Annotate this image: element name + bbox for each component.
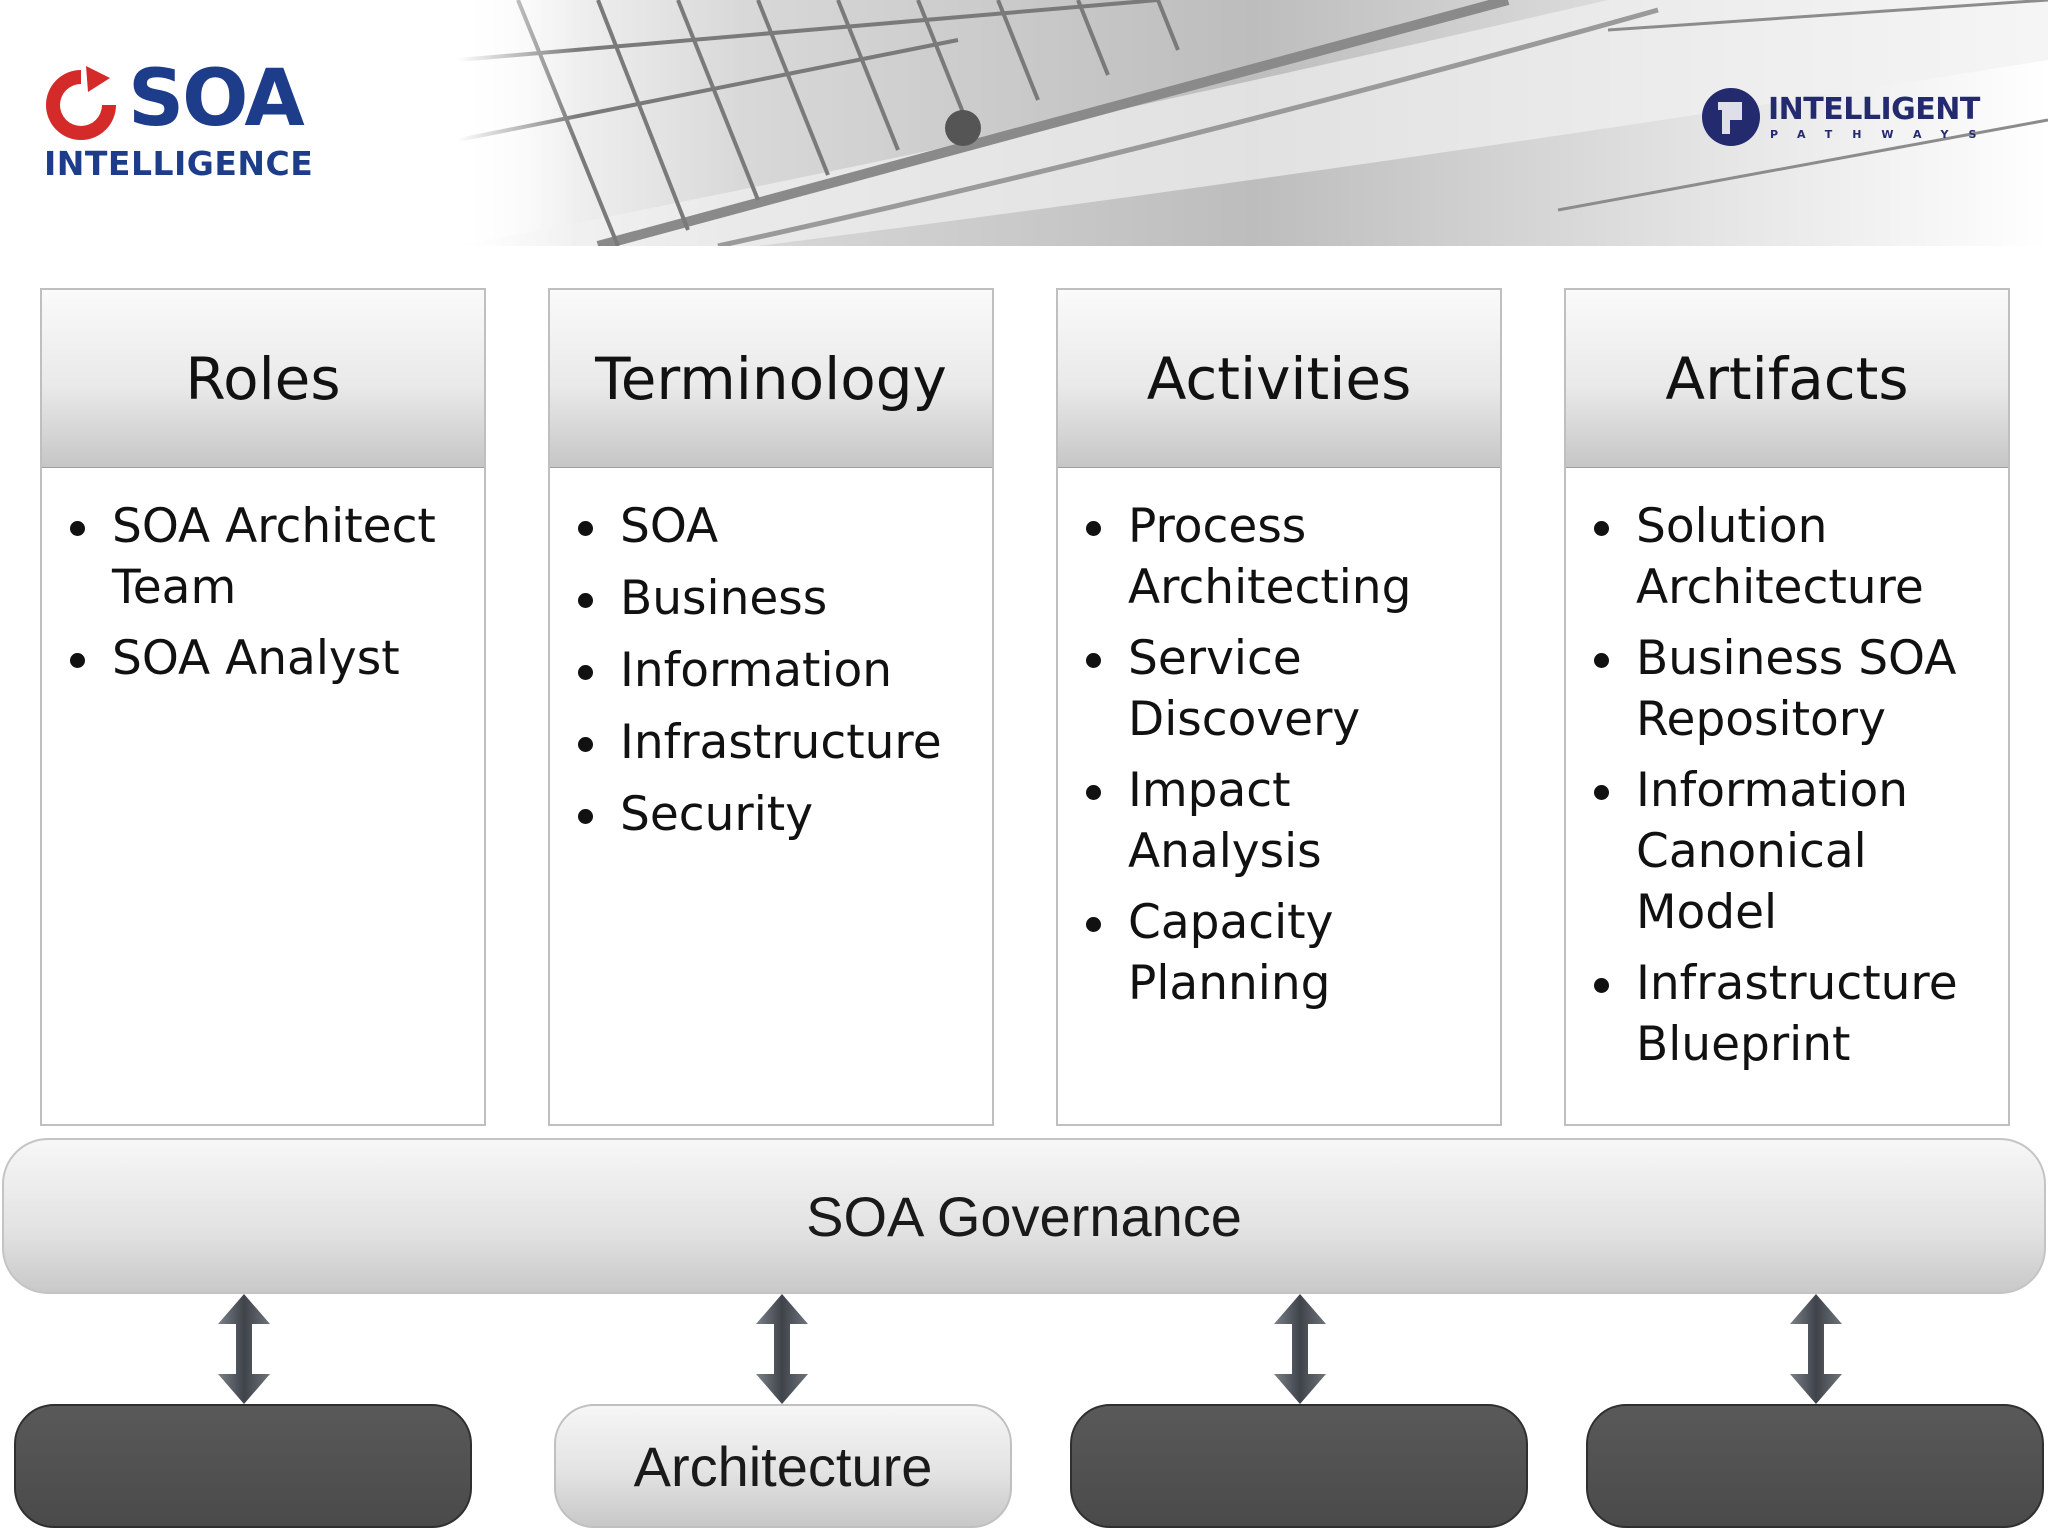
intelligent-pathways-logo: INTELLIGENT PATHWAYS bbox=[1700, 84, 2010, 154]
bullet-icon bbox=[578, 593, 593, 608]
bottom-block-4 bbox=[1586, 1404, 2044, 1528]
column-list: SOA Business Information Infrastructure … bbox=[550, 468, 992, 845]
list-item: SOA Analyst bbox=[64, 628, 474, 689]
list-item: Business SOA Repository bbox=[1588, 628, 1998, 750]
bottom-block-label: Architecture bbox=[633, 1434, 933, 1498]
column-title: Artifacts bbox=[1665, 344, 1909, 413]
header-banner: SOA INTELLIGENCE INTELLIGENT PATHWAYS bbox=[0, 0, 2048, 246]
bullet-icon bbox=[70, 653, 85, 668]
bullet-icon bbox=[1594, 785, 1609, 800]
bullet-icon bbox=[1086, 521, 1101, 536]
column-header: Terminology bbox=[550, 290, 992, 468]
bullet-icon bbox=[578, 521, 593, 536]
list-item: Information Canonical Model bbox=[1588, 760, 1998, 943]
soa-governance-bar: SOA Governance bbox=[2, 1138, 2046, 1294]
list-item: Process Architecting bbox=[1080, 496, 1490, 618]
bottom-block-architecture: Architecture bbox=[554, 1404, 1012, 1528]
column-list: SOA Architect Team SOA Analyst bbox=[42, 468, 484, 689]
banner-photo bbox=[458, 0, 2048, 246]
column-list: Process Architecting Service Discovery I… bbox=[1058, 468, 1500, 1014]
soa-logo-subtitle: INTELLIGENCE bbox=[44, 144, 314, 183]
column-roles: Roles SOA Architect Team SOA Analyst bbox=[40, 288, 486, 1126]
list-item: Infrastructure Blueprint bbox=[1588, 953, 1998, 1075]
column-header: Artifacts bbox=[1566, 290, 2008, 468]
column-artifacts: Artifacts Solution Architecture Business… bbox=[1564, 288, 2010, 1126]
list-item: Business bbox=[572, 568, 982, 629]
list-item: Solution Architecture bbox=[1588, 496, 1998, 618]
bullet-icon bbox=[1086, 785, 1101, 800]
column-terminology: Terminology SOA Business Information Inf… bbox=[548, 288, 994, 1126]
bottom-block-1 bbox=[14, 1404, 472, 1528]
bullet-icon bbox=[70, 521, 85, 536]
double-arrow-icon bbox=[1274, 1294, 1326, 1404]
double-arrow-icon bbox=[1790, 1294, 1842, 1404]
bottom-block-3 bbox=[1070, 1404, 1528, 1528]
intelligent-pathways-word: INTELLIGENT bbox=[1768, 92, 1980, 127]
governance-label: SOA Governance bbox=[806, 1184, 1242, 1248]
soa-logo-word: SOA bbox=[128, 54, 305, 144]
soa-logo-icon bbox=[46, 66, 116, 140]
column-title: Roles bbox=[185, 344, 341, 413]
list-item: Information bbox=[572, 640, 982, 701]
bullet-icon bbox=[1594, 978, 1609, 993]
list-item: Infrastructure bbox=[572, 712, 982, 773]
intelligent-pathways-subtitle: PATHWAYS bbox=[1770, 128, 1997, 141]
list-item: SOA bbox=[572, 496, 982, 557]
list-item: Security bbox=[572, 784, 982, 845]
bullet-icon bbox=[1086, 653, 1101, 668]
column-header: Activities bbox=[1058, 290, 1500, 468]
list-item: Impact Analysis bbox=[1080, 760, 1490, 882]
column-list: Solution Architecture Business SOA Repos… bbox=[1566, 468, 2008, 1075]
bullet-icon bbox=[578, 737, 593, 752]
list-item: SOA Architect Team bbox=[64, 496, 474, 618]
bullet-icon bbox=[1594, 653, 1609, 668]
bullet-icon bbox=[1086, 917, 1101, 932]
bullet-icon bbox=[1594, 521, 1609, 536]
column-activities: Activities Process Architecting Service … bbox=[1056, 288, 1502, 1126]
column-title: Activities bbox=[1146, 344, 1412, 413]
list-item: Service Discovery bbox=[1080, 628, 1490, 750]
bullet-icon bbox=[578, 665, 593, 680]
intelligent-pathways-icon bbox=[1702, 88, 1760, 146]
list-item: Capacity Planning bbox=[1080, 892, 1490, 1014]
column-title: Terminology bbox=[595, 344, 947, 413]
double-arrow-icon bbox=[218, 1294, 270, 1404]
column-header: Roles bbox=[42, 290, 484, 468]
double-arrow-icon bbox=[756, 1294, 808, 1404]
bullet-icon bbox=[578, 809, 593, 824]
